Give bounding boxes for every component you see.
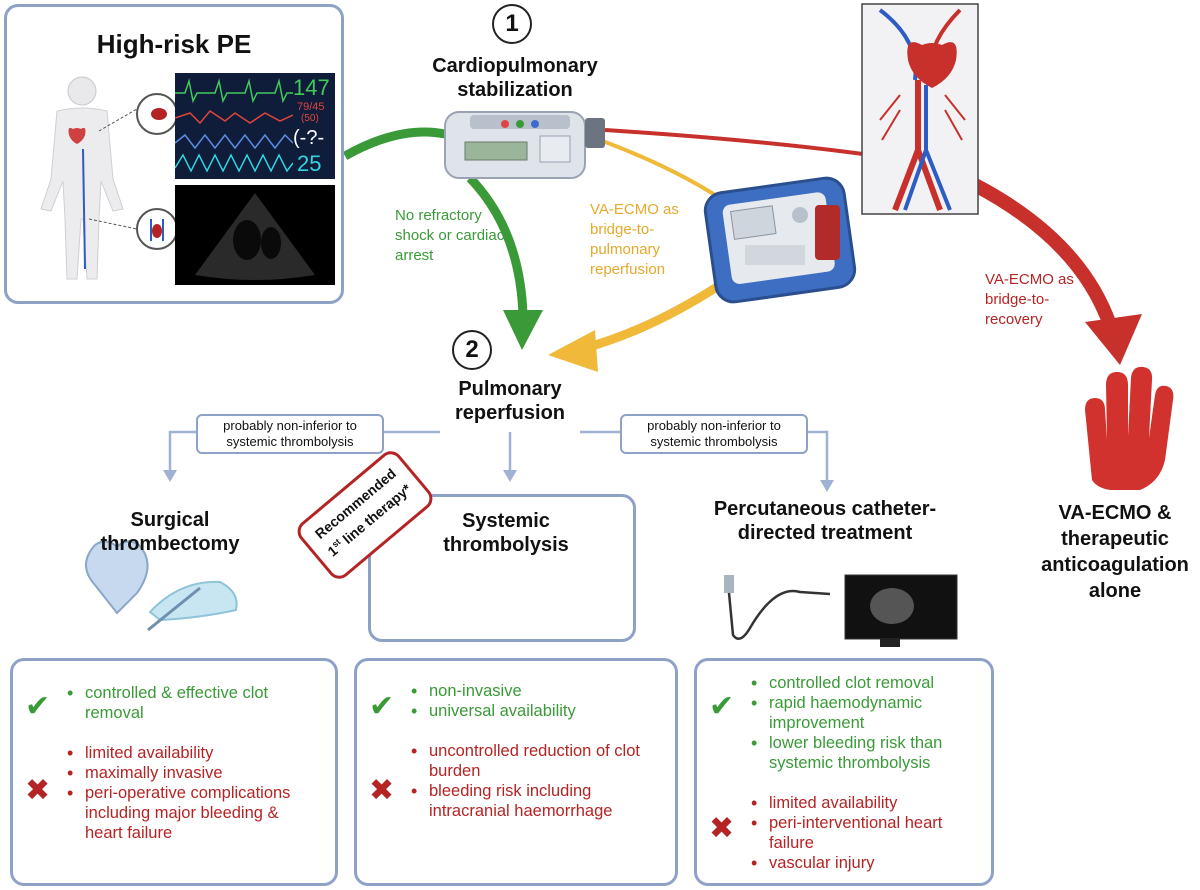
patient-body-illustration [40,76,177,280]
yellow-arrow-top [599,138,732,207]
ecg-waveforms [175,78,293,173]
catheter-pro-1: controlled clot removal [747,673,987,693]
high-risk-pe-panel: High-risk PE 147 79/45 (50) (-?- 25 [4,4,344,304]
catheter-pros: controlled clot removal rapid haemodynam… [747,673,987,773]
high-risk-pe-title: High-risk PE [96,29,252,59]
catheter-pro-3: lower bleeding risk than systemic thromb… [747,733,987,773]
step2-number: 2 [452,330,492,370]
systemic-title: Systemic thrombolysis [443,510,569,556]
catheter-con-1: limited availability [747,793,987,813]
systemic-pro-2: universal availability [407,701,657,721]
ecmo-machine-illustration [703,176,857,304]
mean-arterial-pressure-value: (50) [301,113,319,124]
surgical-cons: limited availability maximally invasive … [63,743,313,843]
catheter-list-panel: ✔ controlled clot removal rapid haemodyn… [694,658,994,886]
body-vessels-illustration [861,3,979,215]
blood-pressure-value: 79/45 [297,101,325,113]
cross-icon: ✖ [709,812,735,845]
spo2-value: (-?- [293,127,325,149]
green-branch-label: No refractory shock or cardiac arrest [395,207,505,264]
green-arrowhead [503,310,543,350]
surgical-con-2: maximally invasive [63,763,313,783]
red-branch-label: VA-ECMO as bridge-to-recovery [985,271,1074,328]
ecmo-alone-title: VA-ECMO & therapeutic anticoagulation al… [1041,502,1189,602]
step1-title: Cardiopulmonary stabilization [432,55,598,101]
surgical-con-3: peri-operative complications including m… [63,783,313,843]
catheter-con-3: vascular injury [747,853,987,873]
heart-rate-value: 147 [293,75,330,100]
systemic-pros: non-invasive universal availability [407,681,657,721]
yellow-arrowhead [548,330,598,372]
heart-scalpel-illustration [85,540,238,632]
yellow-branch-label: VA-ECMO as bridge-to-pulmonary reperfusi… [590,201,679,278]
systemic-con-2: bleeding risk including intracranial hae… [407,781,657,821]
noninferior-note-right: probably non-inferior to systemic thromb… [620,414,808,454]
systemic-cons: uncontrolled reduction of clot burden bl… [407,741,657,821]
echocardiogram-image [175,185,335,285]
step1-number: 1 [492,4,532,44]
green-arrow-down [466,174,528,316]
surgical-pros: controlled & effective clot removal [63,683,313,723]
cross-icon: ✖ [25,774,51,807]
check-icon: ✔ [369,690,395,723]
echo-cone [195,193,315,280]
infusion-pump-illustration [444,111,605,179]
stop-hand-icon [1085,366,1174,490]
respiratory-rate-value: 25 [297,151,322,176]
yellow-arrow [583,281,723,353]
check-icon: ✔ [709,690,735,723]
catheter-con-2: peri-interventional heart failure [747,813,987,853]
check-icon: ✔ [25,690,51,723]
systemic-con-1: uncontrolled reduction of clot burden [407,741,657,781]
catheter-pro-2: rapid haemodynamic improvement [747,693,987,733]
step2-title: Pulmonary reperfusion [454,378,566,424]
surgical-con-1: limited availability [63,743,313,763]
red-line [604,128,871,157]
red-arrow [971,178,1117,328]
surgical-list-panel: ✔ controlled & effective clot removal ✖ … [10,658,338,886]
catheter-monitor-illustration [724,574,958,647]
systemic-pro-1: non-invasive [407,681,657,701]
green-arrow [342,127,446,160]
catheter-title: Percutaneous catheter-directed treatment [713,498,937,544]
catheter-cons: limited availability peri-interventional… [747,793,987,873]
red-arrowhead [1085,314,1142,365]
noninferior-note-left: probably non-inferior to systemic thromb… [196,414,384,454]
vital-monitor: 147 79/45 (50) (-?- 25 [175,73,335,179]
surgical-pro-1: controlled & effective clot removal [63,683,313,723]
cross-icon: ✖ [369,774,395,807]
systemic-list-panel: ✔ non-invasive universal availability ✖ … [354,658,678,886]
surgical-title: Surgical thrombectomy [100,509,240,555]
